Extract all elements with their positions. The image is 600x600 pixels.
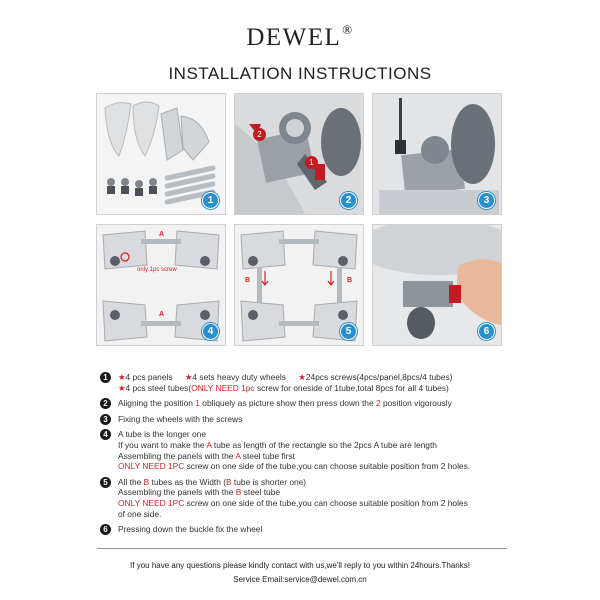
step-image-3: 3: [372, 93, 502, 215]
step-2: 2 Aligning the position 1 obliquely as p…: [100, 398, 520, 410]
step-bullet: 5: [100, 476, 111, 488]
only-need-note: ONLY NEED 1pc: [191, 382, 255, 393]
star-icon: ★: [118, 382, 126, 393]
star-icon: ★: [118, 372, 126, 382]
step-5-text: Assembling the panels with the: [118, 487, 236, 498]
step-image-1: 1: [96, 93, 226, 215]
step-bullet: 4: [100, 429, 111, 441]
callout-2: 2: [253, 128, 266, 141]
step-4-text: steel tube first: [240, 450, 295, 461]
step-2-text: Aligning the position: [118, 398, 196, 409]
label-b-right: B: [347, 277, 353, 284]
step-5-text: tube is shorter one): [231, 476, 307, 487]
step-2-text: position vigorously: [380, 398, 452, 409]
position-1: 1: [195, 398, 200, 409]
step-image-5: B B 5: [234, 224, 364, 346]
step-4: 4 A tube is the longer one If you want t…: [100, 429, 520, 471]
only-need-note: ONLY NEED 1PC: [118, 461, 185, 472]
position-2: 2: [375, 398, 381, 409]
step-bullet: 3: [100, 413, 111, 425]
step-bullet: 1: [100, 372, 111, 383]
step-3-text: Fixing the wheels with the screws: [118, 413, 243, 424]
screw-note: only 1pc screw: [137, 267, 177, 273]
label-b-left: B: [245, 277, 251, 284]
step-number-badge: 6: [478, 323, 495, 340]
step-number-badge: 5: [340, 323, 357, 340]
step-1: 1 ★4 pcs panels ★4 sets heavy duty wheel…: [100, 372, 520, 393]
star-icon: ★: [184, 372, 193, 382]
step-4-text: If you want to make the: [118, 439, 207, 450]
step-5-text: screw on one side of the tube,you can ch…: [184, 497, 468, 508]
star-icon: ★: [298, 372, 306, 382]
step-number-badge: 3: [478, 192, 495, 209]
tube-b-label: B: [235, 487, 242, 498]
label-a-top: A: [159, 231, 165, 238]
parts-tubes: 4 pcs steel tubes(: [125, 382, 192, 393]
step-4-text: screw on one side of the tube,you can ch…: [184, 461, 471, 472]
step-number-badge: 4: [202, 323, 219, 340]
step-5: 5 All the B tubes as the Width (B tube i…: [100, 476, 520, 519]
parts-tubes-rest: screw for oneside of 1tube,total 8pcs fo…: [254, 382, 449, 393]
step-4-text: tube as length of the rectangle so the 2…: [211, 439, 437, 450]
step-number-badge: 1: [202, 192, 219, 209]
tube-b-label: B: [226, 476, 232, 487]
parts-wheels: 4 sets heavy duty wheels: [192, 372, 286, 382]
step-number-badge: 2: [340, 192, 357, 209]
step-image-4: A A only 1pc screw 4: [96, 224, 226, 346]
step-bullet: 6: [100, 524, 111, 536]
step-4-line: A tube is the longer one: [118, 429, 207, 440]
step-3: 3 Fixing the wheels with the screws: [100, 413, 520, 425]
registered-mark: ®: [342, 22, 354, 37]
parts-screws: 24pcs screws(4pcs/panel,8pcs/4 tubes): [305, 372, 453, 382]
footer-contact-note: If you have any questions please kindly …: [130, 561, 470, 570]
parts-panels: 4 pcs panels: [125, 372, 173, 382]
brand-logo: DEWEL®: [246, 22, 354, 51]
footer-divider: [97, 548, 507, 549]
tube-b-label: B: [143, 476, 150, 487]
tube-a-label: A: [206, 439, 212, 450]
step-4-text: Assembling the panels with the: [118, 450, 236, 461]
step-image-2: 2 1 2: [234, 93, 364, 215]
step-5-text: of one side.: [118, 508, 162, 519]
tube-a-label: A: [235, 450, 241, 461]
step-5-text: steel tube: [241, 487, 281, 498]
step-6: 6 Pressing down the buckle fix the wheel: [100, 524, 520, 536]
callout-1: 1: [305, 156, 318, 169]
only-need-note: ONLY NEED 1PC: [118, 497, 185, 508]
footer-service-email: Service Email:service@dewel.com.cn: [233, 575, 367, 584]
step-5-text: tubes as the Width (: [149, 476, 227, 487]
instruction-steps: 1 ★4 pcs panels ★4 sets heavy duty wheel…: [100, 372, 520, 540]
step-image-6: 6: [372, 224, 502, 346]
page-title: INSTALLATION INSTRUCTIONS: [168, 64, 432, 83]
step-5-text: All the: [118, 476, 144, 487]
step-bullet: 2: [100, 398, 111, 410]
step-6-text: Pressing down the buckle fix the wheel: [118, 524, 263, 535]
label-a-bottom: A: [159, 311, 165, 318]
step-2-text: obliquely as picture show then press dow…: [199, 398, 376, 409]
